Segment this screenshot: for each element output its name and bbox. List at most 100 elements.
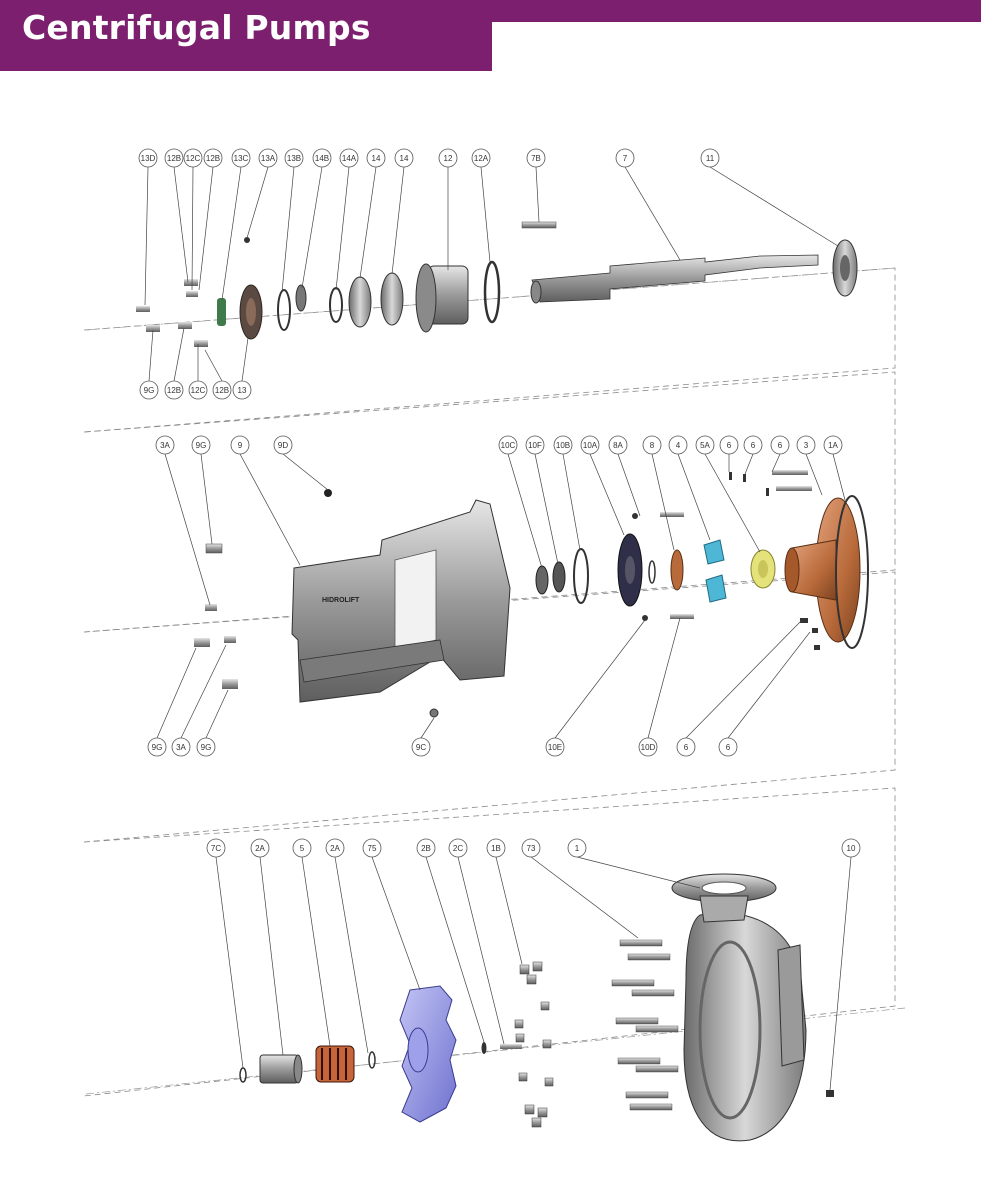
stud-4 — [660, 512, 684, 517]
callout-label: 10B — [556, 441, 570, 450]
row3-outline — [83, 787, 896, 1097]
screw-6-a — [729, 472, 732, 480]
callout-9d: 9D — [273, 435, 293, 455]
callout-label: 9 — [238, 441, 243, 450]
leader-line — [241, 337, 249, 382]
stud-73-10 — [629, 1103, 673, 1111]
row3-parts — [239, 873, 834, 1142]
leader-line — [301, 856, 331, 1047]
callout-label: 6 — [778, 441, 783, 450]
callout-label: 14 — [372, 154, 381, 163]
callout-bubble — [203, 148, 223, 168]
callout-13b: 13B — [284, 148, 304, 168]
callout-label: 13C — [234, 154, 249, 163]
callout-bubble — [580, 435, 600, 455]
leader-line — [371, 856, 421, 991]
callout-7b: 7B — [526, 148, 546, 168]
spacer-5a-inner — [758, 560, 768, 578]
callout-label: 5 — [300, 844, 305, 853]
callout-bubble — [553, 435, 573, 455]
washer-2b — [481, 1042, 487, 1054]
callout-bubble — [526, 148, 546, 168]
nut-1b-8 — [518, 1072, 528, 1082]
nuts-1b — [514, 961, 554, 1128]
callout-bubble — [188, 380, 208, 400]
leader-line — [457, 856, 505, 1045]
leader-line — [246, 166, 269, 239]
leader-line — [180, 644, 227, 739]
bolt-12b-b — [186, 291, 198, 297]
ring-13b — [277, 289, 291, 331]
callout-13d: 13D — [138, 148, 158, 168]
callout-bubble — [164, 148, 184, 168]
callout-bubble — [230, 435, 250, 455]
stud-73-5 — [615, 1017, 659, 1025]
leader-line — [685, 619, 803, 739]
callout-bubble — [668, 435, 688, 455]
section-outlines — [83, 267, 896, 1097]
callout-label: 6 — [684, 743, 689, 752]
callout-bubble — [196, 737, 216, 757]
callout-label: 9C — [416, 743, 426, 752]
discharge-neck — [699, 895, 749, 923]
callout-label: 12A — [474, 154, 489, 163]
callout-bubble — [743, 435, 763, 455]
callout-14: 14 — [394, 148, 414, 168]
callout-7: 7 — [615, 148, 635, 168]
nut-8a — [632, 513, 638, 519]
bolt-9g-r2 — [205, 543, 223, 554]
stud-73-3 — [611, 979, 655, 987]
ring-14b — [295, 284, 307, 312]
leader-line — [562, 453, 581, 551]
callout-label: 6 — [726, 743, 731, 752]
shaft-7 — [531, 254, 819, 303]
nut-1b-9 — [544, 1077, 554, 1087]
callout-bubble — [608, 435, 628, 455]
callout-bubble — [823, 435, 843, 455]
callout-6: 6 — [718, 737, 738, 757]
nut-9d — [324, 489, 332, 497]
callout-bubble — [232, 380, 252, 400]
callout-label: 12C — [191, 386, 206, 395]
stud-73-6 — [635, 1025, 679, 1033]
callout-9g: 9G — [139, 380, 159, 400]
leader-line — [191, 166, 194, 291]
callout-label: 1 — [575, 844, 580, 853]
callout-bubble — [284, 148, 304, 168]
ring-14a — [329, 287, 343, 323]
bolt-6-long1 — [772, 470, 808, 475]
callout-10f: 10F — [525, 435, 545, 455]
callout-label: 13B — [287, 154, 301, 163]
leader-line — [204, 349, 223, 382]
leader-line — [530, 856, 639, 939]
callout-1b: 1B — [486, 838, 506, 858]
leader-line — [507, 453, 543, 569]
leader-line — [281, 166, 295, 293]
callout-label: 9G — [196, 441, 207, 450]
callout-11: 11 — [700, 148, 720, 168]
callout-label: 10 — [847, 844, 856, 853]
pump-casing-1-inner — [698, 940, 762, 1120]
bolt-6-long2 — [776, 486, 812, 491]
callout-bubble — [292, 838, 312, 858]
ring-8 — [670, 549, 684, 591]
key-7b — [521, 221, 557, 229]
callout-label: 8 — [650, 441, 655, 450]
callout-bubble — [695, 435, 715, 455]
callout-10d: 10D — [638, 737, 658, 757]
callout-bubble — [615, 148, 635, 168]
title-banner: Centrifugal Pumps — [0, 0, 492, 71]
stud-73-2 — [627, 953, 671, 961]
bolt-9g-top — [146, 325, 160, 332]
row1-outline — [83, 267, 896, 433]
callout-bubble — [498, 435, 518, 455]
seal-ring-13c — [217, 298, 226, 326]
leader-line — [198, 166, 214, 291]
flinger-11-inner — [840, 255, 850, 281]
callout-bubble — [448, 838, 468, 858]
leader-line — [805, 453, 823, 496]
leader-line — [164, 453, 211, 606]
o-ring-1a — [835, 495, 869, 649]
callout-9g: 9G — [191, 435, 211, 455]
